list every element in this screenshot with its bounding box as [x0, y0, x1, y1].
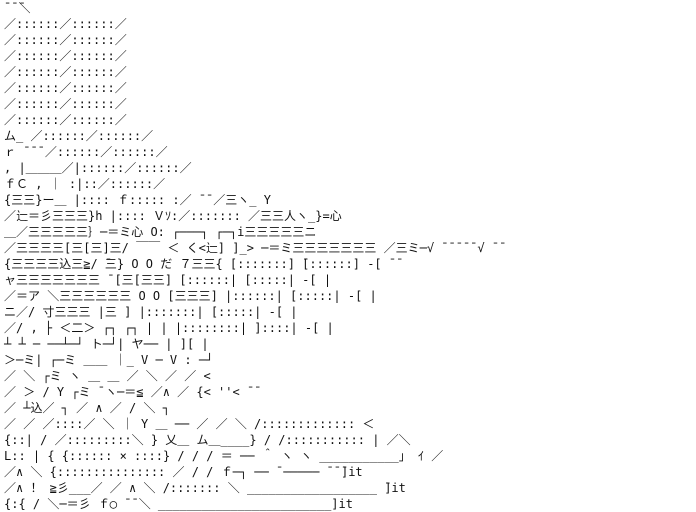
ascii-art-line: ＞─ミ| ┌─ミ ＿＿ ｜_ V ─ V : ─┘ — [4, 352, 213, 367]
ascii-art-line: ／/ , ├ ＜二＞ ┌┐ ┌┐ | | |::::::::| ]::::| -… — [4, 320, 334, 335]
ascii-art-line: {::| / ／:::::::::＼ } 乂＿ ム＿____} / /:::::… — [4, 433, 411, 447]
ascii-art-line: ／::::::／::::::／ — [4, 97, 127, 111]
ascii-art-lines: ̄ ̄ ̄＼ ／::::::／::::::／ ／::::::／::::::／ — [3, 1, 505, 511]
ascii-art-line: {三三三三込三≧/ ̄三} O O だ ７三三{ [:::::::] ̄[:::… — [4, 257, 402, 271]
ascii-art-line: ／ ＞ / Y ┌ミ ̄ ヽ─＝≦ ／∧ ／ {< ''< ̄ ̄ — [4, 385, 260, 399]
ascii-art-line: ｒ ̄ ̄ ̄ ／::::::／::::::／ — [4, 145, 168, 159]
ascii-art-line: L:: | { {:::::: × ::::} / / / ＝ ── ＾ ヽ ヽ… — [4, 447, 443, 463]
ascii-art-line: ／∧ ＼ {::::::::::::::: ／ / / ｆ─┐ ── ̄ ───… — [4, 465, 363, 479]
ascii-art-line: ／ ／ ／::::／ ＼ ｜ Y ＿ ── ／ ／ ＼ /:::::::::::… — [4, 417, 374, 431]
ascii-art-line: ャ三三三三三三三 ̄ [三[三三] [::::::| [:::::| -[ | — [4, 273, 331, 287]
ascii-art-line: , |＿＿＿／|::::::／::::::／ — [4, 161, 192, 175]
ascii-art-line: ／::::::／::::::／ — [4, 33, 127, 47]
ascii-art-line: ／::::::／::::::／ — [4, 49, 127, 63]
ascii-art-line: ／三三三三[三[三]三/ ￣￣ ＜ く<辷] ]_> ─＝ミ三三三三三三三 ／三… — [4, 241, 505, 255]
ascii-art-line: ｆＣ , ｜ :|::／::::::／ — [4, 177, 165, 191]
ascii-art-line: ／∧ ！ ≧彡___／ ／ ∧ ＼ /::::::: ＼ ___________… — [4, 481, 406, 495]
ascii-art-line: {三三}ー＿ |:::: ｆ::::: :／ ̄ ̄ ／三ヽ_ Y — [4, 193, 272, 207]
ascii-art-line: ／＝ア ＼三三三三三三 O O [三三三] |::::::| [:::::| -… — [4, 289, 377, 303]
ascii-art-line: ／ ┴込／ ┐ ／ ∧ ／ / ＼ ┐ — [4, 400, 170, 415]
ascii-art-line: ／::::::／::::::／ — [4, 81, 127, 95]
ascii-art-line: ／::::::／::::::／ — [4, 113, 127, 127]
ascii-art-line: ̄ ̄ ̄＼ — [4, 1, 30, 15]
ascii-art-line: ／ ＼ ┌ミ ヽ ＿ ＿ ／ ＼ ／ ／ < — [4, 369, 211, 383]
ascii-art-line: ニ／/ 寸三三三 |三 ] |:::::::| [:::::| -[ | — [4, 305, 298, 319]
ascii-art-line: ／辷＝彡三三三}h |:::: Ｖｿ:／::::::: ／三三人ヽ_}=心 — [4, 209, 342, 223]
ascii-art-line: ┴ ┴ ─ ──┴─┘ ト─┘| ヤ── | ][ | — [3, 336, 209, 351]
ascii-art-line: ／::::::／::::::／ — [4, 65, 127, 79]
ascii-art-line: ＿／三三三三三｝─＝ミ心 O: ┌───┐ ┌─┐i三三三三三ニ — [4, 225, 316, 239]
ascii-art-line: ム_ ／::::::／::::::／ — [4, 129, 153, 143]
ascii-art-line: {:{ / ＼─＝彡 ｆ◯ ̄ ̄ ＼ ____________________… — [4, 497, 353, 511]
ascii-art-line: ／::::::／::::::／ — [4, 17, 127, 31]
